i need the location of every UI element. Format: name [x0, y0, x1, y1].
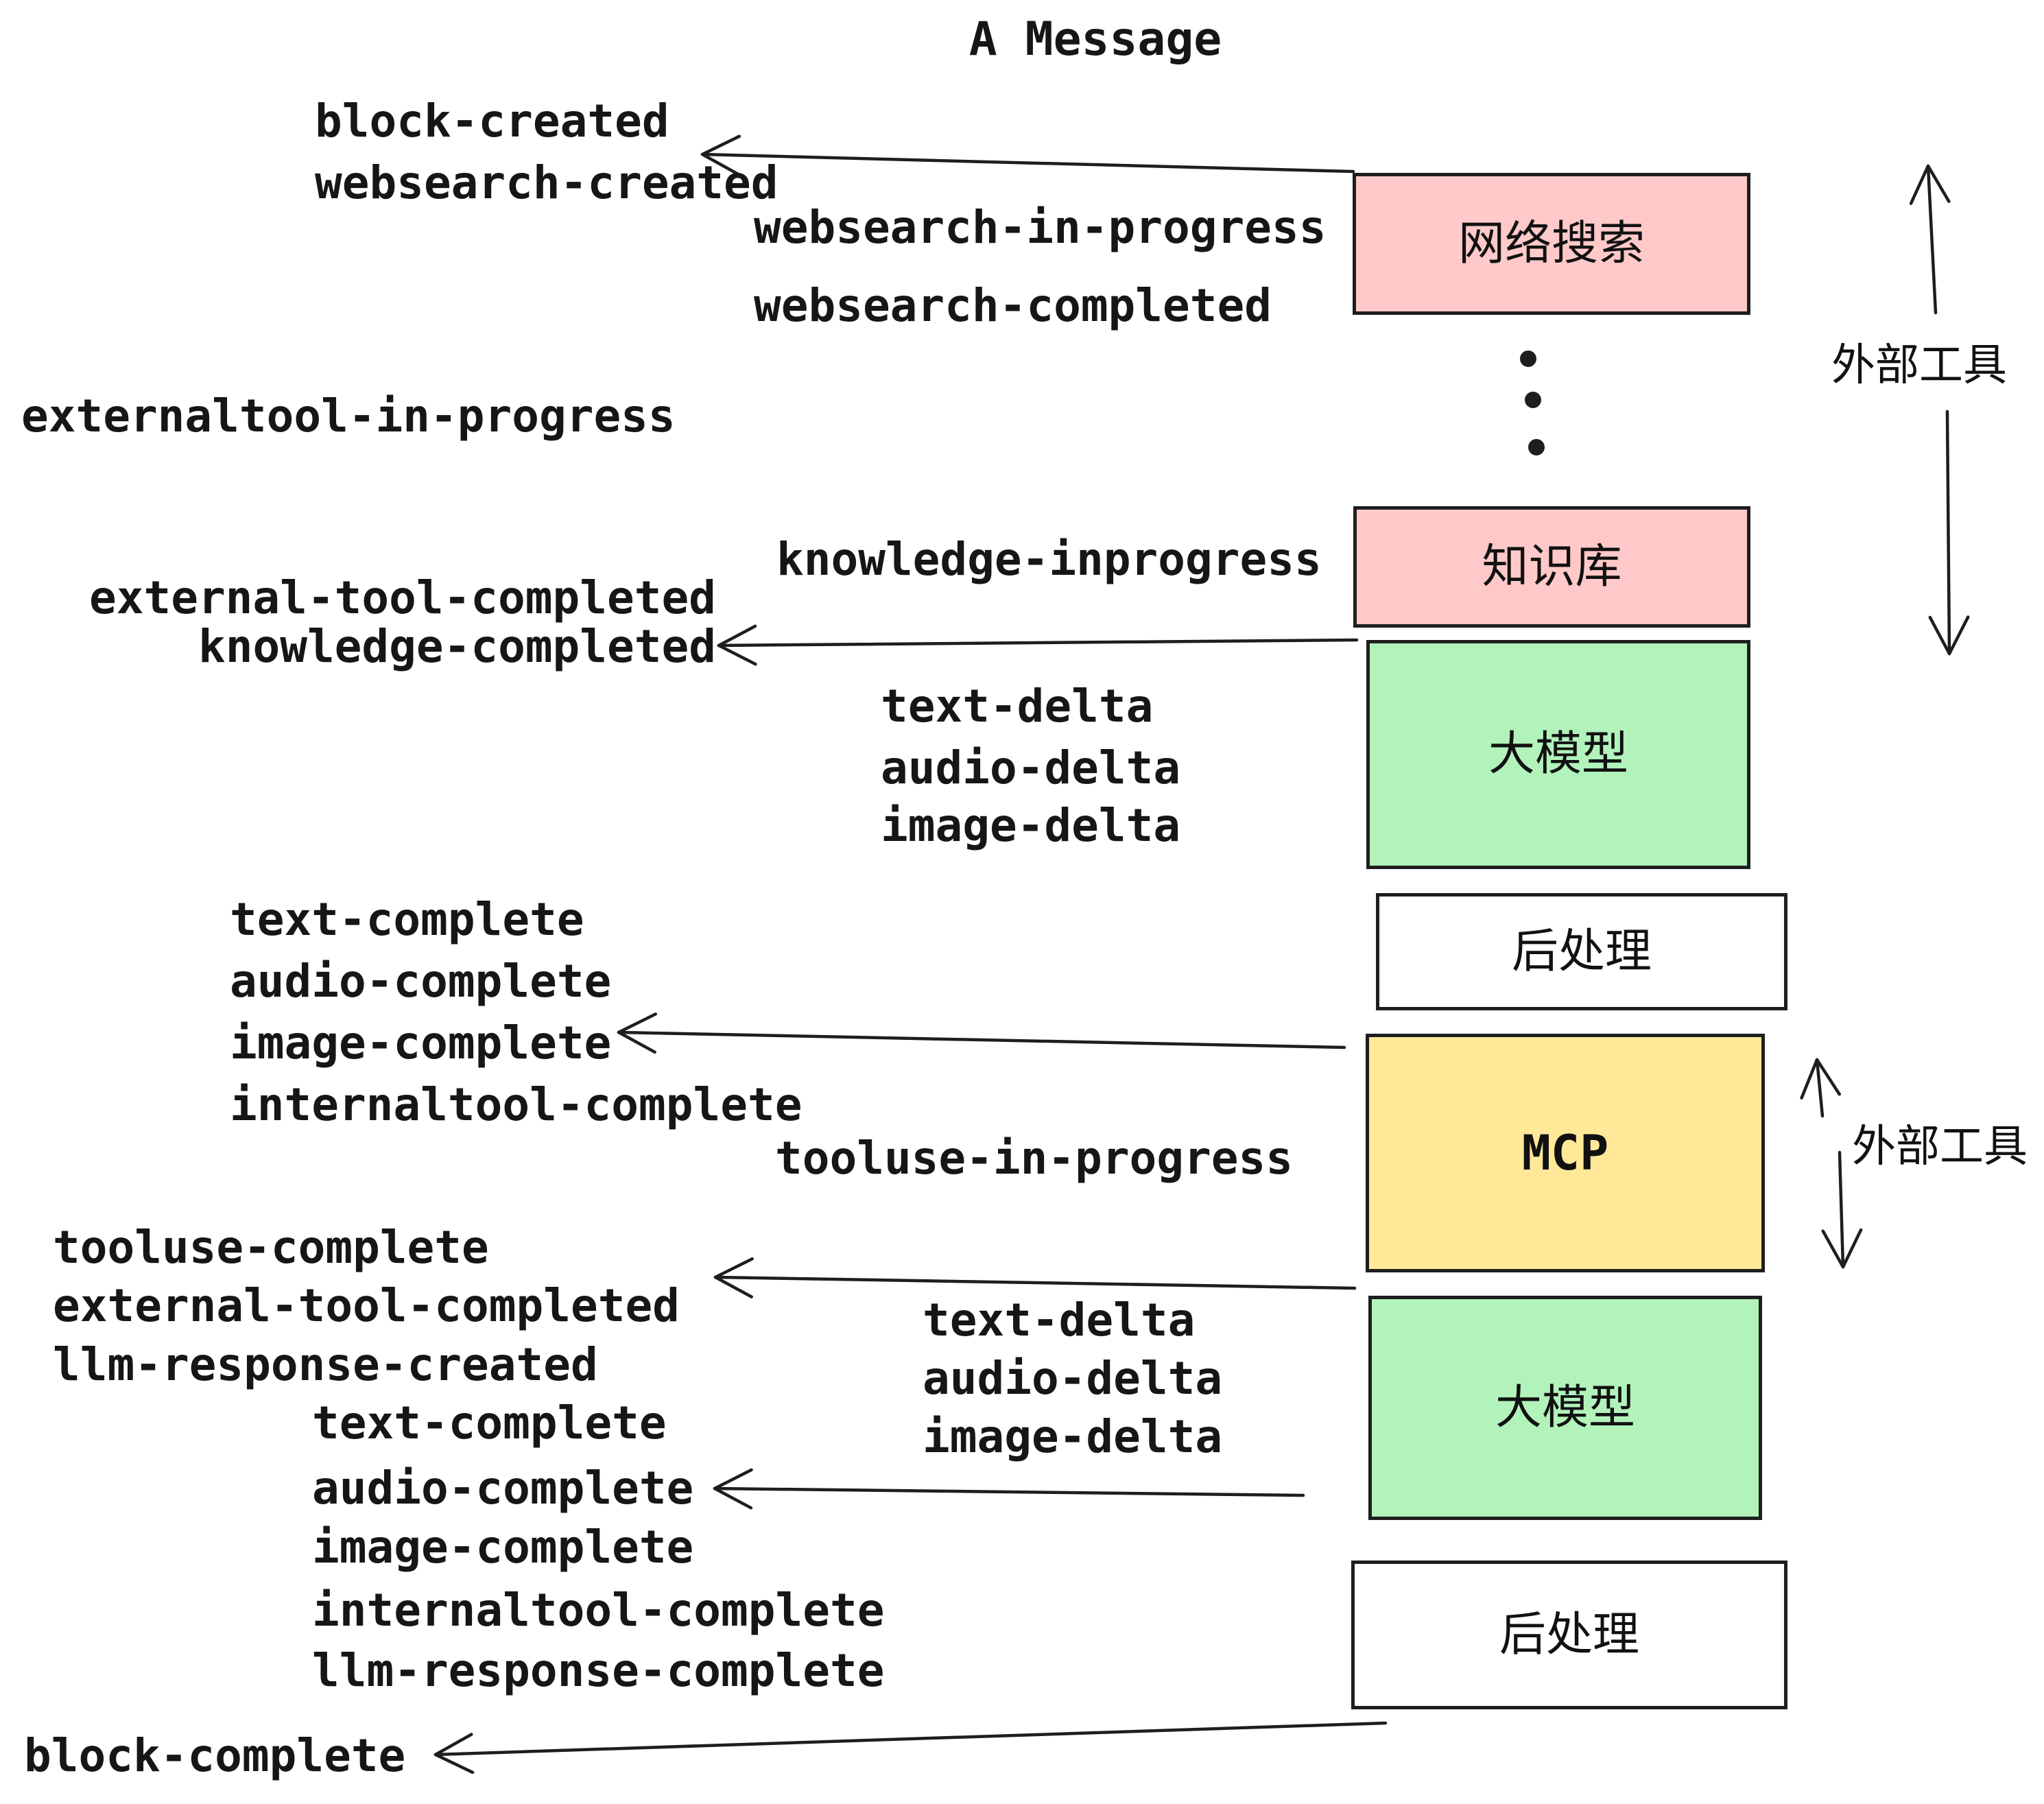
event-tooluse-complete: tooluse-complete [53, 1221, 489, 1274]
box-llm-1: 大模型 [1366, 640, 1750, 869]
event-audio-delta-2: audio-delta [923, 1352, 1223, 1405]
arrow-external-tools-2-down [1821, 1150, 1863, 1269]
event-knowledge-completed: knowledge-completed [198, 620, 716, 673]
event-image-delta-2: image-delta [923, 1410, 1223, 1463]
box-llm-2-label: 大模型 [1495, 1380, 1635, 1435]
box-websearch: 网络搜索 [1353, 173, 1750, 315]
annotation-external-tools-1: 外部工具 [1831, 340, 2007, 391]
box-mcp-label: MCP [1521, 1125, 1609, 1181]
arrow-to-block-complete [433, 1721, 1388, 1775]
arrow-external-tools-2-up [1800, 1058, 1841, 1118]
annotation-external-tools-2: 外部工具 [1852, 1121, 2028, 1172]
box-post-1: 后处理 [1376, 893, 1787, 1010]
event-internaltool-complete-2: internaltool-complete [312, 1584, 885, 1637]
event-internaltool-complete-1: internaltool-complete [230, 1078, 803, 1131]
arrow-external-tools-1-up [1909, 164, 1951, 315]
arrow-to-websearch-created [700, 134, 1355, 176]
box-websearch-label: 网络搜索 [1458, 216, 1645, 271]
diagram-title: A Message [968, 12, 1222, 67]
event-block-complete: block-complete [24, 1729, 406, 1782]
event-externaltool-in-progress: externaltool-in-progress [21, 390, 676, 442]
event-text-complete-1: text-complete [230, 893, 584, 946]
event-text-delta-1: text-delta [881, 680, 1154, 733]
box-post-1-label: 后处理 [1511, 924, 1652, 979]
event-external-tool-completed-2: external-tool-completed [53, 1279, 680, 1332]
box-knowledge-label: 知识库 [1482, 539, 1622, 594]
event-image-delta-1: image-delta [881, 799, 1181, 852]
event-websearch-in-progress: websearch-in-progress [754, 201, 1327, 254]
event-audio-complete-2: audio-complete [312, 1462, 694, 1515]
arrow-to-tooluse-complete [713, 1257, 1357, 1298]
event-audio-complete-1: audio-complete [230, 955, 612, 1008]
arrow-to-knowledge-completed [717, 624, 1359, 666]
box-llm-2: 大模型 [1368, 1296, 1762, 1520]
event-external-tool-completed-1: external-tool-completed [89, 571, 716, 624]
box-llm-1-label: 大模型 [1488, 727, 1628, 781]
box-post-2: 后处理 [1351, 1560, 1787, 1709]
event-text-delta-2: text-delta [923, 1294, 1196, 1346]
arrow-external-tools-1-down [1928, 410, 1970, 656]
box-post-2-label: 后处理 [1499, 1607, 1639, 1662]
event-llm-response-created: llm-response-created [53, 1338, 598, 1391]
event-websearch-created: websearch-created [315, 156, 779, 209]
arrow-to-audio-complete-2 [713, 1468, 1305, 1510]
arrow-to-image-complete-1 [617, 1012, 1346, 1054]
box-knowledge: 知识库 [1353, 506, 1750, 628]
event-block-created: block-created [315, 95, 669, 147]
box-mcp: MCP [1366, 1034, 1765, 1272]
event-tooluse-in-progress: tooluse-in-progress [775, 1132, 1293, 1185]
event-websearch-completed: websearch-completed [754, 279, 1272, 332]
event-image-complete-1: image-complete [230, 1017, 612, 1069]
event-text-complete-2: text-complete [312, 1397, 667, 1449]
event-knowledge-inprogress: knowledge-inprogress [776, 533, 1322, 586]
ellipsis-dots [1520, 351, 1545, 455]
event-llm-response-complete: llm-response-complete [312, 1644, 885, 1697]
event-image-complete-2: image-complete [312, 1521, 694, 1574]
event-audio-delta-1: audio-delta [881, 741, 1181, 794]
